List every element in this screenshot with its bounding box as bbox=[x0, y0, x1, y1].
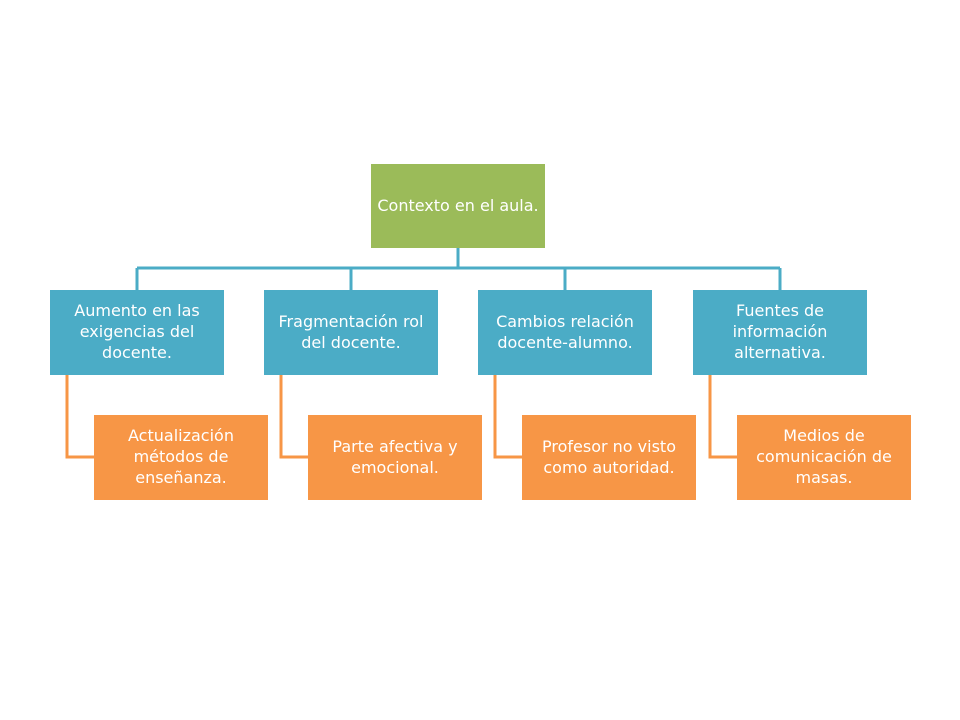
child-node-1: Actualización métodos de enseñanza. bbox=[94, 415, 268, 500]
branch-node-4: Fuentes de información alternativa. bbox=[693, 290, 867, 375]
child-connector-4 bbox=[708, 375, 737, 459]
child-node-2: Parte afectiva y emocional. bbox=[308, 415, 482, 500]
root-node: Contexto en el aula. bbox=[371, 164, 545, 248]
child-connector-2 bbox=[279, 375, 308, 459]
child-connector-3 bbox=[493, 375, 522, 459]
child-node-4: Medios de comunicación de masas. bbox=[737, 415, 911, 500]
branch-node-1: Aumento en las exigencias del docente. bbox=[50, 290, 224, 375]
child-connector-1 bbox=[65, 375, 94, 459]
child-node-3: Profesor no visto como autoridad. bbox=[522, 415, 696, 500]
branch-node-3: Cambios relación docente-alumno. bbox=[478, 290, 652, 375]
branch-node-2: Fragmentación rol del docente. bbox=[264, 290, 438, 375]
